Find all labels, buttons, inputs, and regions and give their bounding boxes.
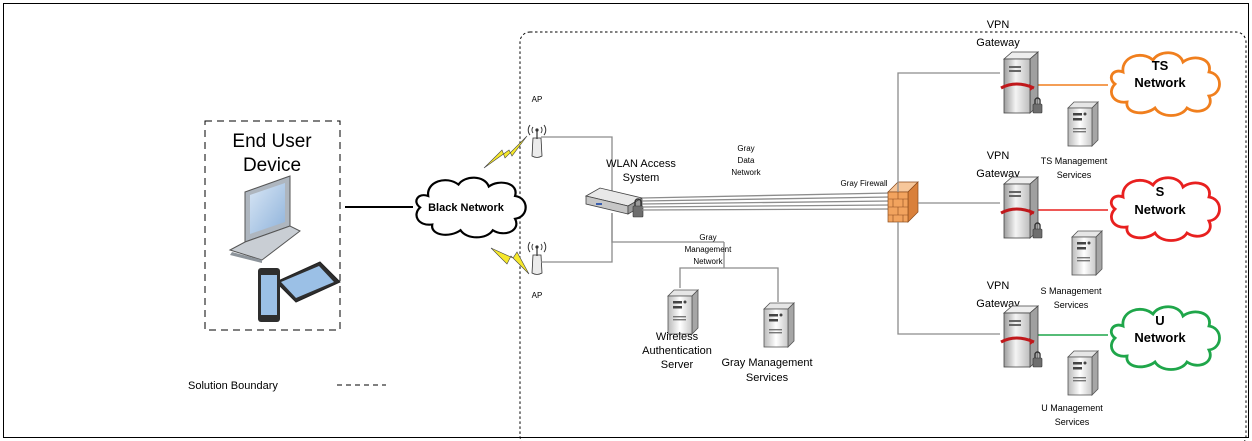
firewall-to-ts-gateway-link <box>897 72 1000 192</box>
vpn-gateway-u-icon <box>999 304 1044 369</box>
tablet-icon <box>275 261 341 303</box>
black-network-label: Black Network <box>428 202 505 214</box>
wireless-auth-server-icon <box>667 289 699 335</box>
u-mgmt-server-icon <box>1067 350 1099 396</box>
u-mgmt-line1: U Management <box>1041 403 1103 413</box>
ap-top-label: AP <box>532 95 543 104</box>
phone-icon <box>258 268 280 322</box>
s-network-cloud: S Network <box>1109 176 1221 242</box>
u-network-line2: Network <box>1134 330 1186 345</box>
s-mgmt-server-icon <box>1071 230 1103 276</box>
vpn-gateway-ts-line1: VPN <box>987 19 1010 31</box>
gray-data-network-line3: Network <box>731 168 761 177</box>
firewall-icon <box>887 181 919 223</box>
ts-network-cloud: TS Network <box>1109 51 1221 117</box>
ts-mgmt-line1: TS Management <box>1041 156 1108 166</box>
end-user-line1: End User <box>232 131 312 152</box>
ap-top-link <box>541 136 613 202</box>
wlan-access-system-icon <box>584 187 644 218</box>
gray-data-network-line2: Data <box>738 156 755 165</box>
u-network-line1: U <box>1155 313 1164 328</box>
wireless-auth-line3: Server <box>661 359 694 371</box>
gray-data-network-line1: Gray <box>737 144 754 153</box>
vpn-gateway-ts-icon <box>999 50 1044 115</box>
gray-mgmt-network-bus <box>679 267 779 302</box>
vpn-gateway-s-line2: Gateway <box>976 168 1020 180</box>
laptop-icon <box>228 175 301 263</box>
gray-mgmt-services-line1: Gray Management <box>721 357 812 369</box>
vpn-gateway-s-line1: VPN <box>987 150 1010 162</box>
gray-data-network-bundle <box>641 192 891 211</box>
gray-mgmt-services-server-icon <box>763 302 795 348</box>
u-mgmt-line2: Services <box>1055 417 1090 427</box>
vpn-gateway-ts-line2: Gateway <box>976 37 1020 49</box>
s-network-line2: Network <box>1134 202 1186 217</box>
u-network-cloud: U Network <box>1109 305 1221 371</box>
firewall-to-u-gateway-link <box>897 222 1000 335</box>
wlan-to-mgmt-link <box>611 213 724 243</box>
wireless-link-top-lightning-icon <box>483 135 528 169</box>
gray-mgmt-network-line3: Network <box>693 257 723 266</box>
wireless-link-bottom-lightning-icon <box>490 247 530 275</box>
ts-network-line1: TS <box>1152 58 1169 73</box>
gray-mgmt-network-line2: Management <box>685 245 732 254</box>
ts-mgmt-server-icon <box>1067 101 1099 147</box>
gray-mgmt-services-line2: Services <box>746 372 789 384</box>
s-mgmt-line1: S Management <box>1040 286 1102 296</box>
wireless-auth-line2: Authentication <box>642 345 712 357</box>
s-network-line1: S <box>1156 184 1165 199</box>
gray-firewall-label: Gray Firewall <box>840 179 887 188</box>
ap-bottom-link <box>541 213 613 263</box>
black-network-cloud: Black Network <box>415 176 527 239</box>
wlan-label-line1: WLAN Access <box>606 158 676 170</box>
wireless-auth-line1: Wireless <box>656 331 699 343</box>
ap-bottom-label: AP <box>532 291 543 300</box>
s-mgmt-line2: Services <box>1054 300 1089 310</box>
ts-network-line2: Network <box>1134 75 1186 90</box>
access-point-bottom-icon <box>527 241 547 276</box>
ts-mgmt-line2: Services <box>1057 170 1092 180</box>
outer-frame <box>3 3 1249 438</box>
access-point-top-icon <box>527 124 547 159</box>
legend-label: Solution Boundary <box>188 380 278 392</box>
vpn-gateway-u-line1: VPN <box>987 280 1010 292</box>
gray-mgmt-network-line1: Gray <box>699 233 716 242</box>
end-user-device-box <box>204 120 341 331</box>
wlan-label-line2: System <box>623 172 660 184</box>
end-user-line2: Device <box>243 155 301 176</box>
vpn-gateway-u-line2: Gateway <box>976 298 1020 310</box>
vpn-gateway-s-icon <box>999 175 1044 240</box>
